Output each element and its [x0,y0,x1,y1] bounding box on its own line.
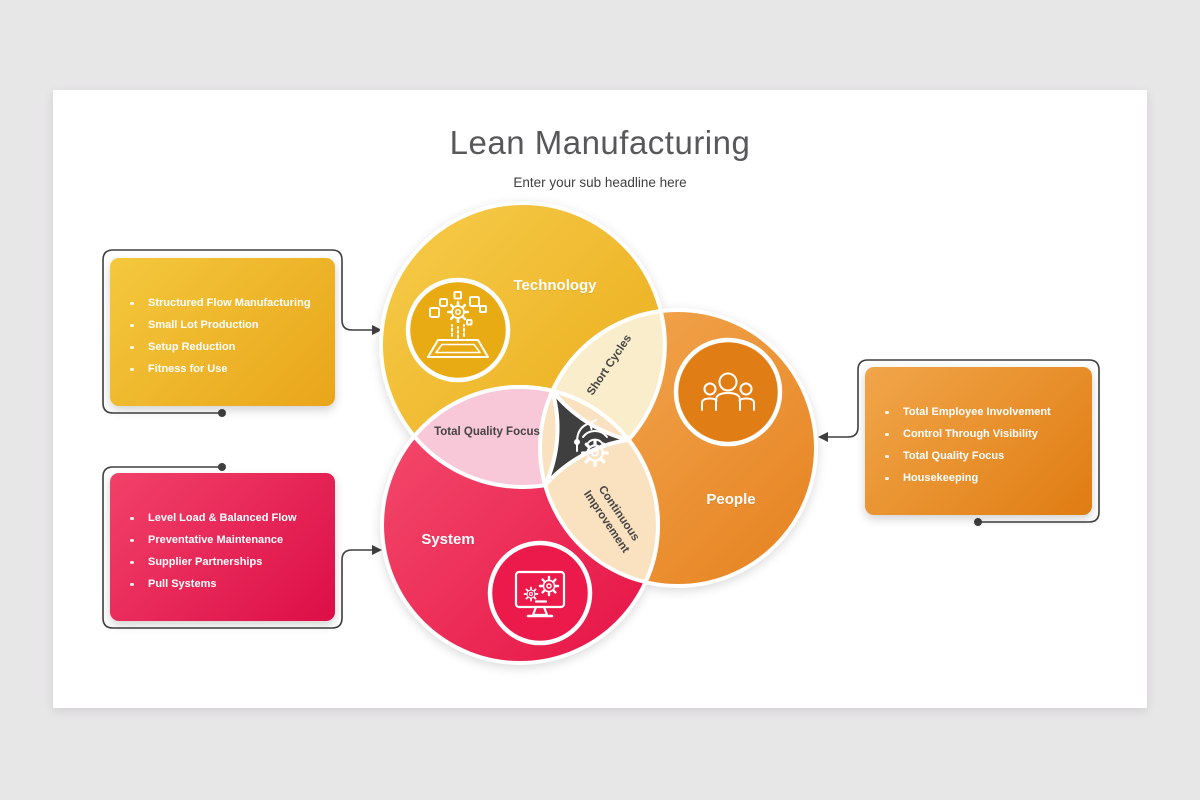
list-item: Setup Reduction [130,336,325,358]
bullet-icon [885,476,889,480]
list-item-text: Housekeeping [903,472,979,484]
technology-callout-outline [102,249,373,414]
people-callout-outline [827,359,1100,523]
system-circle-label: System [421,531,475,548]
total-quality-focus-label: Total Quality Focus [434,426,540,438]
bullet-icon [885,454,889,458]
bullet-icon [885,410,889,414]
system-callout-box: Level Load & Balanced Flow Preventative … [110,473,335,621]
bullet-icon [885,432,889,436]
list-item-text: Fitness for Use [148,363,228,375]
center-core-shape [543,389,630,487]
people-callout-box: Total Employee Involvement Control Throu… [865,367,1092,515]
list-item: Total Employee Involvement [885,401,1082,423]
list-item: Total Quality Focus [885,445,1082,467]
list-item-text: Control Through Visibility [903,428,1038,440]
venn-diagram [102,201,1100,665]
people-circle-label: People [706,491,756,508]
arrowhead-icon [372,545,382,555]
slide-canvas: Lean Manufacturing Enter your sub headli… [53,90,1147,708]
smart-manufacturing-icon [427,291,489,358]
list-item-text: Setup Reduction [148,341,236,353]
list-item: Small Lot Production [130,314,325,336]
automation-icon [574,419,609,467]
system-callout-outline [102,466,373,629]
bullet-icon [130,582,134,586]
connector-dot [974,518,982,526]
list-item: Supplier Partnerships [130,551,325,573]
page-title: Lean Manufacturing [449,124,751,161]
bullet-icon [130,516,134,520]
bullet-icon [130,301,134,305]
list-item: Pull Systems [130,573,325,595]
list-item-text: Total Employee Involvement [903,406,1051,418]
bullet-icon [130,345,134,349]
bullet-icon [130,538,134,542]
list-item: Structured Flow Manufacturing [130,292,325,314]
bullet-icon [130,367,134,371]
system-icon-ring [487,540,593,646]
list-item: Level Load & Balanced Flow [130,507,325,529]
list-item: Housekeeping [885,467,1082,489]
list-item-text: Small Lot Production [148,319,259,331]
technology-callout-list: Structured Flow Manufacturing Small Lot … [110,258,335,380]
system-callout-list: Level Load & Balanced Flow Preventative … [110,473,335,595]
connector-lines [102,249,1100,629]
arrowhead-icon [372,325,382,335]
list-item-text: Structured Flow Manufacturing [148,297,311,309]
people-callout-list: Total Employee Involvement Control Throu… [865,367,1092,489]
bullet-icon [130,323,134,327]
list-item: Control Through Visibility [885,423,1082,445]
page-subtitle: Enter your sub headline here [513,175,687,190]
list-item: Preventative Maintenance [130,529,325,551]
connector-dot [218,463,226,471]
technology-circle-label: Technology [513,277,597,294]
list-item-text: Pull Systems [148,578,217,590]
team-icon [701,372,755,411]
technology-callout-box: Structured Flow Manufacturing Small Lot … [110,258,335,406]
list-item-text: Total Quality Focus [903,450,1005,462]
list-item-text: Preventative Maintenance [148,534,284,546]
bullet-icon [130,560,134,564]
computer-gears-icon [514,570,566,618]
connector-dot [218,409,226,417]
list-item: Fitness for Use [130,358,325,380]
list-item-text: Level Load & Balanced Flow [148,512,297,524]
connector-ends [218,325,982,555]
arrowhead-icon [818,432,828,442]
list-item-text: Supplier Partnerships [148,556,263,568]
